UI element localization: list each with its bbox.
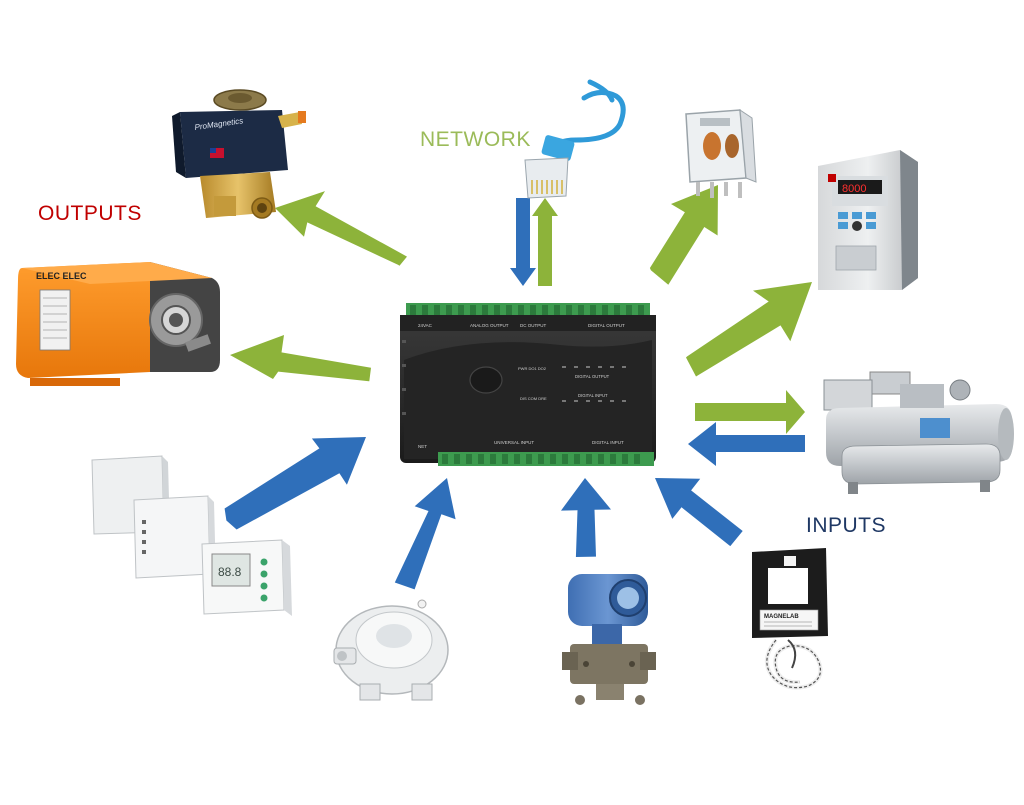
current-sensor: MAGNELAB: [752, 548, 828, 690]
network-arrow-down: [510, 198, 536, 286]
network-label: NETWORK: [420, 128, 531, 151]
input-arrow-thermostats: [224, 437, 366, 530]
outputs-label: OUTPUTS: [38, 202, 142, 225]
solenoid-valve: ProMagnetics: [172, 89, 306, 219]
controller-label-analog-output: ANALOG OUTPUT: [470, 323, 509, 328]
thermostat-display: 88.8: [218, 565, 242, 579]
input-arrow-transmitter: [561, 478, 611, 557]
current-sensor-brand: MAGNELAB: [764, 614, 799, 620]
output-arrow-relay: [649, 185, 718, 285]
chiller: [823, 371, 1014, 494]
controller-label-mid-digital-output: DIGITAL OUTPUT: [575, 374, 610, 379]
input-arrow-current-sensor: [655, 478, 743, 547]
controller-label-dc-output: DC OUTPUT: [520, 323, 546, 328]
output-arrow-chiller: [695, 390, 805, 434]
inputs-label: INPUTS: [806, 514, 887, 537]
controller: 24VAC ANALOG OUTPUT DC OUTPUT DIGITAL OU…: [400, 303, 656, 466]
network-cable: [524, 79, 626, 199]
room-thermostats: 88.8: [91, 455, 292, 616]
svg-text:24VAC: 24VAC: [418, 323, 433, 328]
controller-label-universal-input: UNIVERSAL INPUT: [494, 440, 534, 445]
output-arrow-vfd: [686, 282, 812, 377]
input-arrow-pressure-switch: [394, 478, 456, 590]
network-arrow-up: [532, 198, 558, 286]
relay: [685, 109, 757, 198]
svg-text:DIS COM DRE: DIS COM DRE: [520, 396, 547, 401]
svg-text:NET: NET: [418, 444, 427, 449]
damper-actuator: ELEC ELEC: [16, 262, 220, 386]
differential-pressure-switch: [333, 599, 449, 701]
input-arrow-chiller: [688, 422, 805, 466]
controller-label-mid-digital-input: DIGITAL INPUT: [578, 393, 608, 398]
svg-text:PWR DO1 DO2: PWR DO1 DO2: [518, 366, 547, 371]
variable-frequency-drive: 8000: [818, 150, 918, 290]
controller-label-bottom-digital-input: DIGITAL INPUT: [592, 440, 624, 445]
pressure-transmitter: [562, 574, 656, 705]
output-arrow-solenoid: [275, 191, 407, 266]
svg-text:8000: 8000: [842, 183, 866, 195]
controller-label-digital-output: DIGITAL OUTPUT: [588, 323, 625, 328]
actuator-brand: ELEC ELEC: [36, 271, 87, 281]
output-arrow-actuator: [230, 335, 371, 382]
